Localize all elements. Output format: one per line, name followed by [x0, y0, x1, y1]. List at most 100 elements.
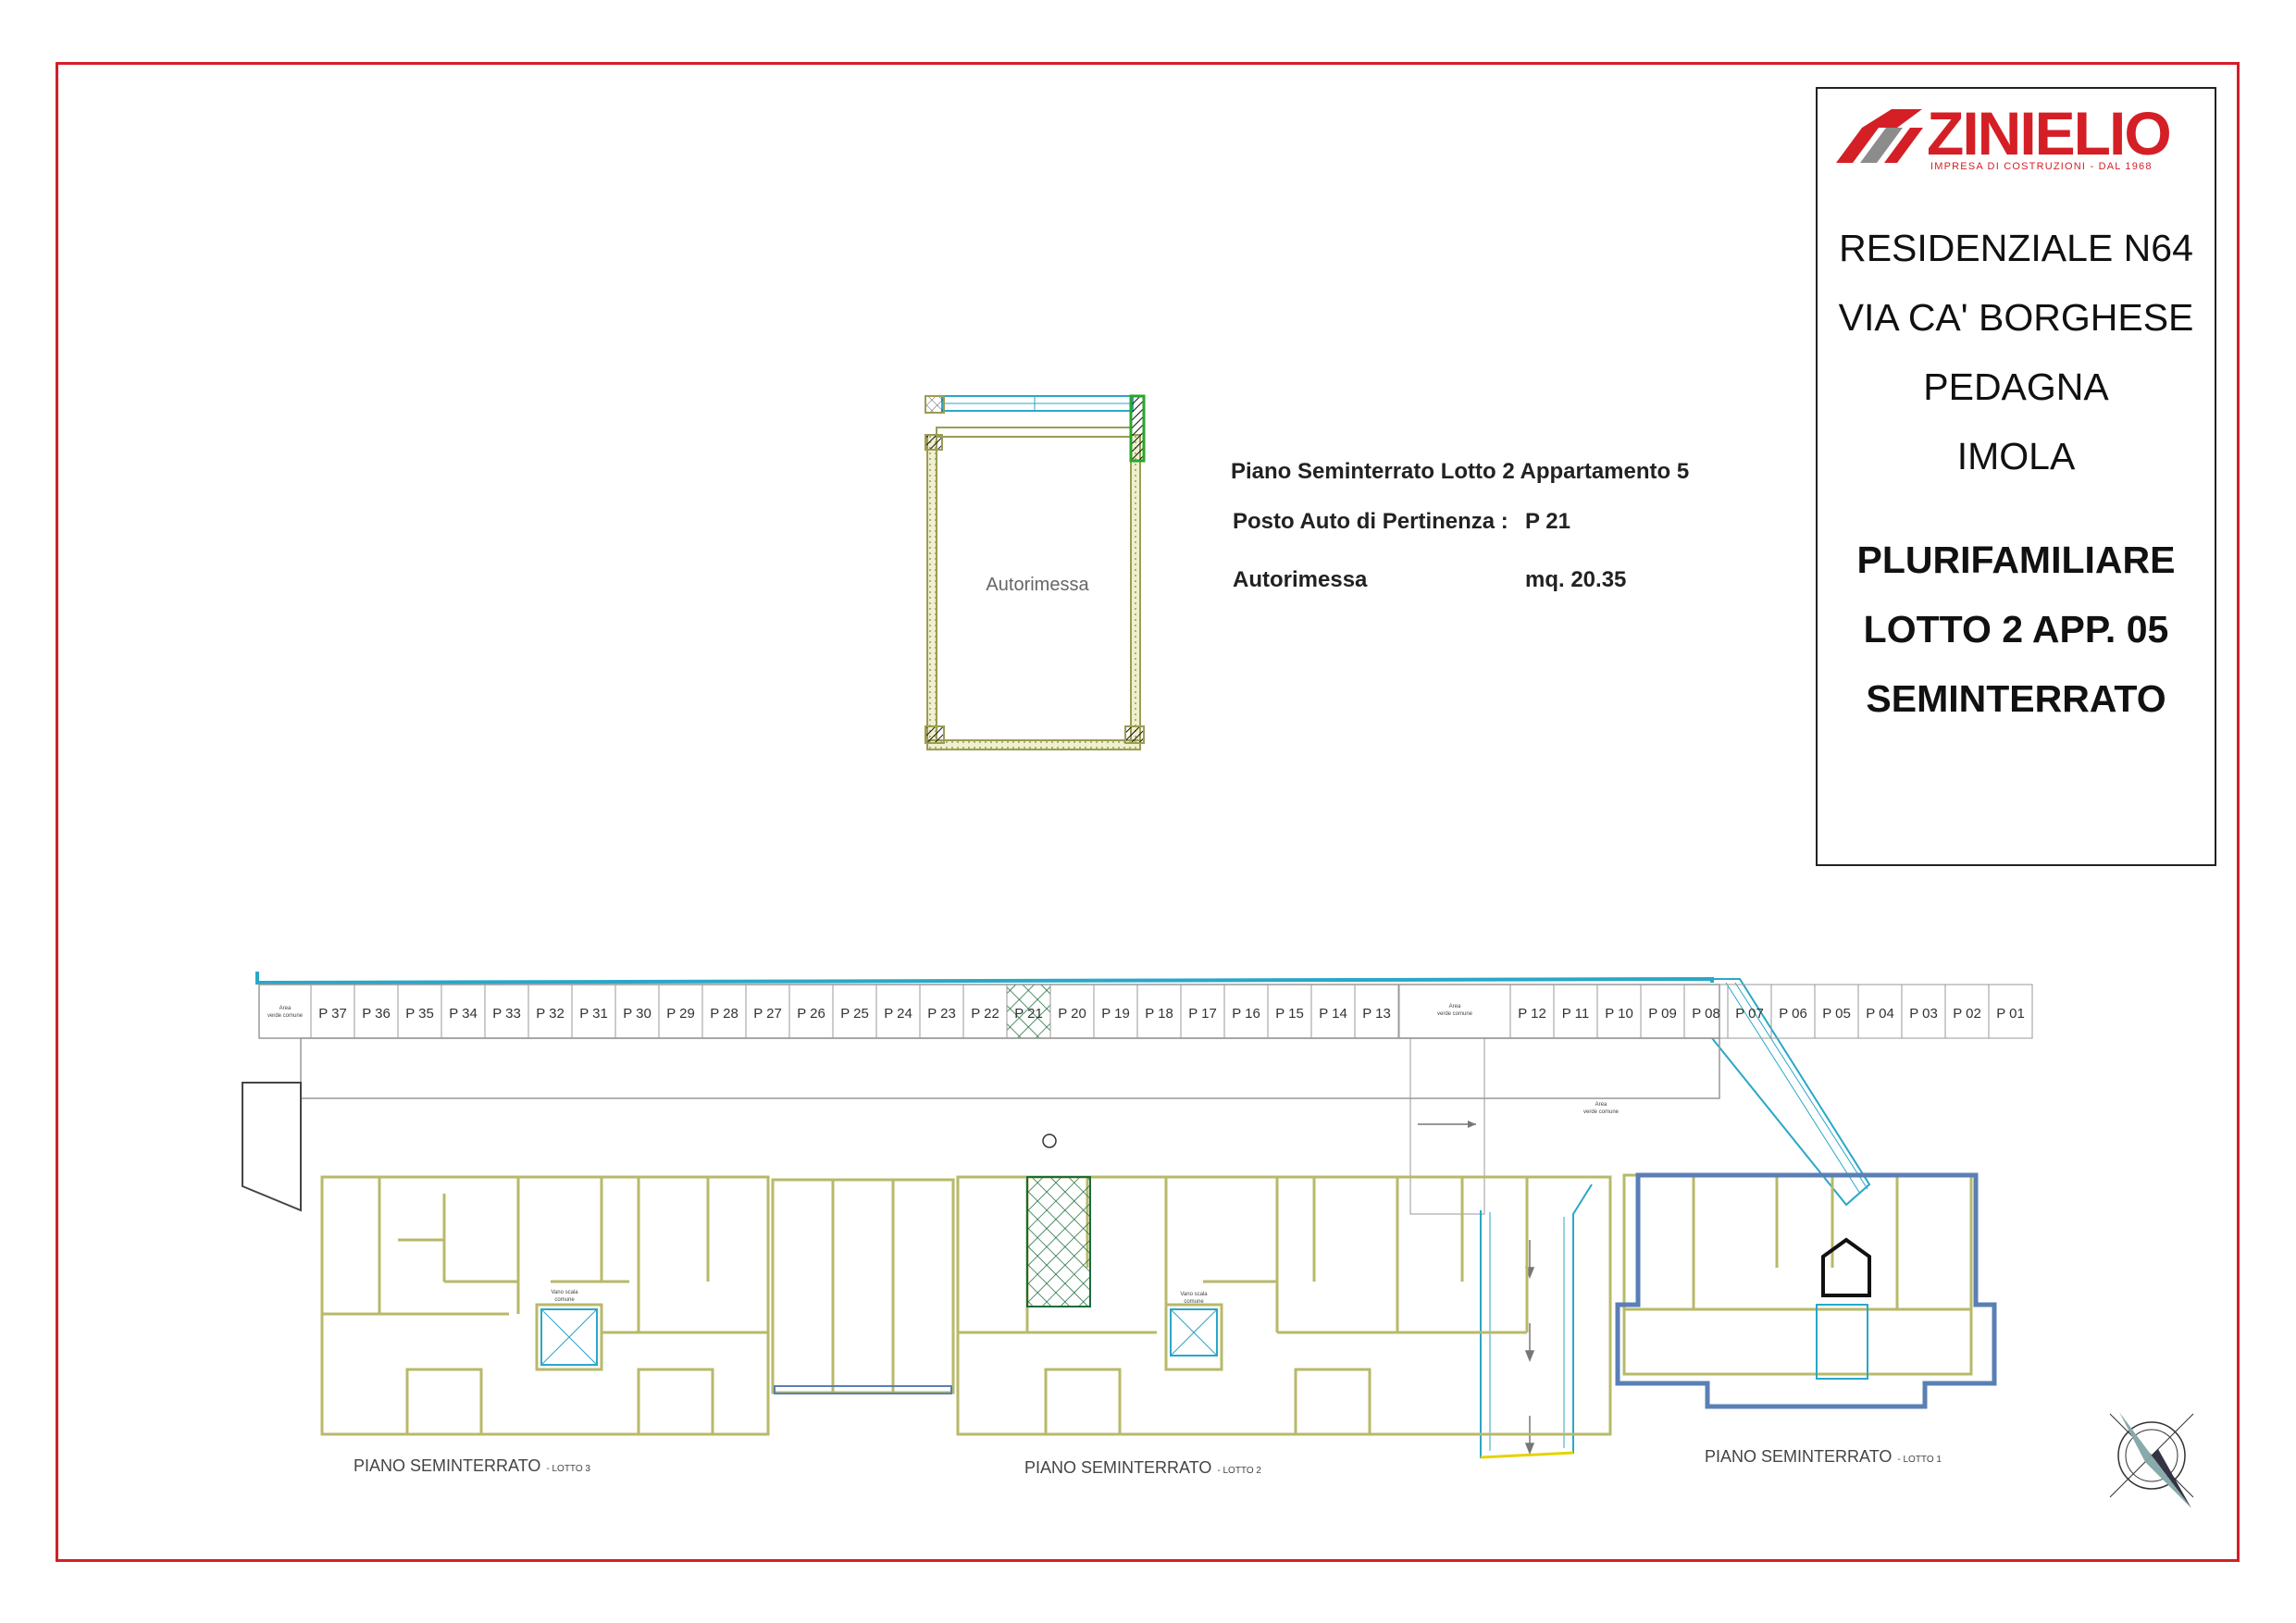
logo-wordmark: ZINIELIO	[1927, 99, 2172, 167]
lotto1-label-main: PIANO SEMINTERRATO	[1705, 1447, 1892, 1466]
sheet-border	[56, 62, 2240, 1562]
parking-space-cell	[1988, 984, 2033, 1039]
common-area-label: Area	[279, 1006, 292, 1011]
driveway	[300, 1037, 1720, 1099]
stair-label-lotto2: Vano scala	[1180, 1292, 1208, 1297]
stair-label-lotto3-2: comune	[554, 1297, 575, 1303]
parking-space-label: P 03	[1909, 1006, 1938, 1022]
parking-space-label: P 10	[1605, 1006, 1633, 1022]
parking-space-label: P 15	[1275, 1006, 1304, 1022]
project-street: VIA CA' BORGHESE	[1838, 296, 2194, 339]
site-boundary-top	[255, 972, 1714, 985]
lotto2-label-sub: - LOTTO 2	[1217, 1466, 1261, 1476]
parking-space-label: P 08	[1692, 1006, 1720, 1022]
parking-space-label: P 21	[1014, 1006, 1043, 1022]
parking-space-label: P 29	[666, 1006, 695, 1022]
parking-space-label: P 18	[1145, 1006, 1173, 1022]
parking-space-label: P 12	[1518, 1006, 1546, 1022]
company-logo: ZINIELIO IMPRESA DI COSTRUZIONI - DAL 19…	[1834, 100, 2204, 174]
building-type: PLURIFAMILIARE	[1856, 539, 2176, 581]
site-floor-plan: Area verde comune P 37 P 36 P 35 P 34 P 33 P …	[242, 972, 2033, 1477]
parking-space-label: P 09	[1648, 1006, 1677, 1022]
parking-space-label: P 35	[405, 1006, 434, 1022]
lotto3-label-sub: - LOTTO 3	[546, 1464, 590, 1474]
north-arrow-icon	[2109, 1412, 2194, 1508]
parking-space-label: P 05	[1822, 1006, 1851, 1022]
parking-space-label: P 16	[1232, 1006, 1260, 1022]
parking-space-label: P 26	[797, 1006, 825, 1022]
ramp-west	[242, 1082, 302, 1212]
pillar-ne	[1129, 394, 1146, 463]
lotto2-label: PIANO SEMINTERRATO - LOTTO 2	[1024, 1458, 1261, 1477]
title-block: ZINIELIO IMPRESA DI COSTRUZIONI - DAL 19…	[1816, 87, 2216, 866]
pillar-sw	[925, 725, 945, 744]
parking-space-label: P 22	[971, 1006, 999, 1022]
garage-detail-plan: Autorimessa	[925, 394, 1146, 750]
pillar-w-top	[925, 434, 943, 451]
lotto1-block	[1622, 1173, 1973, 1376]
parking-space-label: P 02	[1953, 1006, 1981, 1022]
room-label: Autorimessa	[1233, 567, 1368, 592]
lotto1-outline	[1615, 1172, 1997, 1409]
wall-west	[926, 434, 937, 750]
parking-space-label: P 04	[1866, 1006, 1894, 1022]
wall-east	[1130, 434, 1141, 750]
parking-label: Posto Auto di Pertinenza :	[1233, 509, 1508, 534]
pillar-se	[1124, 725, 1145, 744]
lotto2-label-main: PIANO SEMINTERRATO	[1024, 1458, 1211, 1477]
stair-label-lotto3: Vano scala	[551, 1290, 578, 1295]
common-area-center: Area	[1449, 1004, 1461, 1010]
wall-south	[926, 739, 1141, 750]
room-name: Autorimessa	[986, 575, 1089, 595]
parking-space-label: P 24	[884, 1006, 912, 1022]
lotto2-block	[956, 1175, 1612, 1436]
highlighted-unit-garage	[1026, 1176, 1091, 1307]
parking-space-label: P 31	[579, 1006, 608, 1022]
lotto3-block	[320, 1175, 770, 1436]
lotto3-label-main: PIANO SEMINTERRATO	[354, 1456, 540, 1475]
parking-spaces-right: P 12 P 11 P 10 P 09 P 08 P 07 P 06 P 05 P 04 P 03…	[1509, 984, 2033, 1039]
lotto3-label: PIANO SEMINTERRATO - LOTTO 3	[354, 1456, 590, 1475]
unit-id: LOTTO 2 APP. 05	[1863, 608, 2169, 650]
stair-label-lotto2-2: comune	[1184, 1299, 1204, 1305]
parking-space-label: P 37	[318, 1006, 347, 1022]
parking-space-label: P 07	[1735, 1006, 1764, 1022]
garage-row	[771, 1178, 955, 1394]
project-name: RESIDENZIALE N64	[1839, 227, 2193, 269]
parking-space-label: P 27	[753, 1006, 782, 1022]
project-city: IMOLA	[1956, 435, 2076, 477]
parking-space-label: P 06	[1779, 1006, 1807, 1022]
entrance-drive	[1409, 1037, 1485, 1215]
ramp-east	[1711, 978, 1871, 1207]
parking-space-label: P 28	[710, 1006, 738, 1022]
parking-space-label: P 11	[1562, 1006, 1589, 1022]
parking-value: P 21	[1525, 509, 1570, 534]
logo-tagline: IMPRESA DI COSTRUZIONI - DAL 1968	[1930, 161, 2153, 172]
parking-space-label: P 01	[1996, 1006, 2025, 1022]
room-area: mq. 20.35	[1525, 567, 1627, 592]
logo-mark-icon	[1836, 109, 1923, 163]
pillar-nw	[925, 395, 945, 414]
ramp-south	[1480, 1183, 1593, 1459]
common-area-label-east-2: verde comune	[1583, 1109, 1620, 1115]
common-area-center-2: verde comune	[1437, 1011, 1473, 1017]
parking-space-label: P 13	[1362, 1006, 1391, 1022]
parking-space-label: P 25	[840, 1006, 869, 1022]
parking-space-label: P 34	[449, 1006, 478, 1022]
parking-space-label: P 17	[1188, 1006, 1217, 1022]
parking-space-label: P 30	[623, 1006, 652, 1022]
floor-name: SEMINTERRATO	[1866, 677, 2166, 720]
parking-space-label: P 19	[1101, 1006, 1130, 1022]
common-area-label-east: Area	[1595, 1102, 1607, 1108]
drain-icon	[1042, 1134, 1057, 1148]
parking-space-label: P 20	[1058, 1006, 1086, 1022]
parking-space-label: P 14	[1319, 1006, 1347, 1022]
parking-space-label: P 32	[536, 1006, 565, 1022]
common-area-label-2: verde comune	[267, 1013, 304, 1019]
lotto1-label-sub: - LOTTO 1	[1897, 1455, 1942, 1465]
parking-space-label: P 36	[362, 1006, 391, 1022]
lotto1-label: PIANO SEMINTERRATO - LOTTO 1	[1705, 1447, 1942, 1466]
parking-space-label: P 33	[492, 1006, 521, 1022]
wall-north	[936, 427, 1132, 438]
